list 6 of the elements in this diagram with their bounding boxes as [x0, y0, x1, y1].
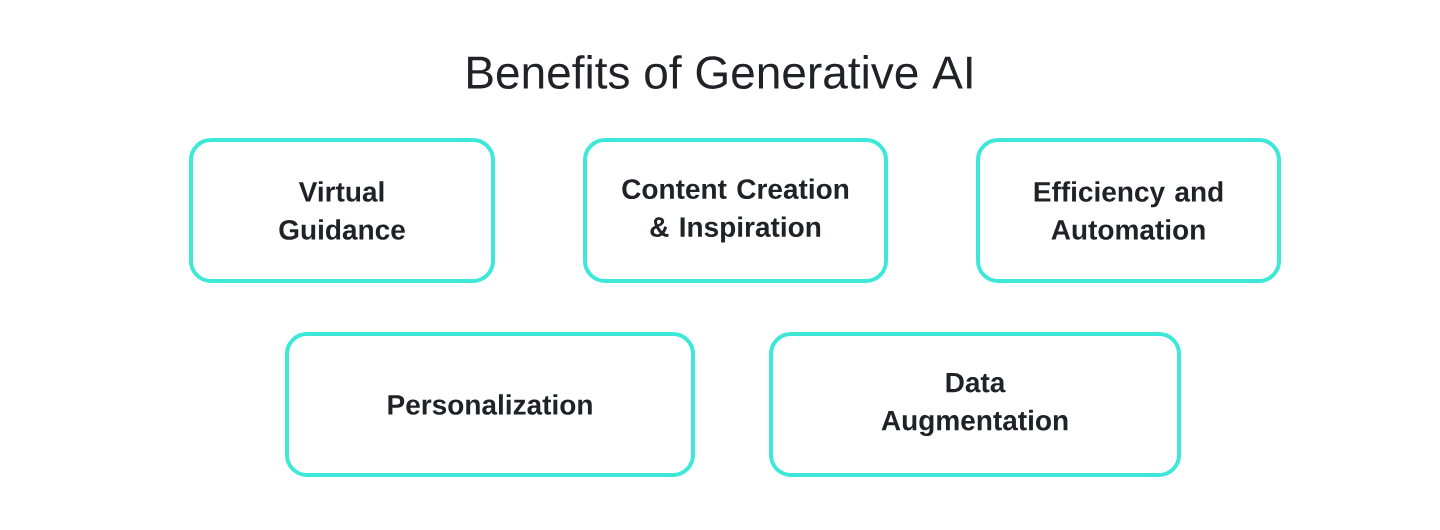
- benefit-box: Data Augmentation: [769, 332, 1181, 477]
- benefit-box: Efficiency and Automation: [976, 138, 1281, 283]
- title: Benefits of Generative AI: [468, 55, 972, 89]
- benefit-box: Virtual Guidance: [189, 138, 495, 283]
- benefit-box: Content Creation & Inspiration: [583, 138, 888, 283]
- benefit-box: Personalization: [285, 332, 695, 477]
